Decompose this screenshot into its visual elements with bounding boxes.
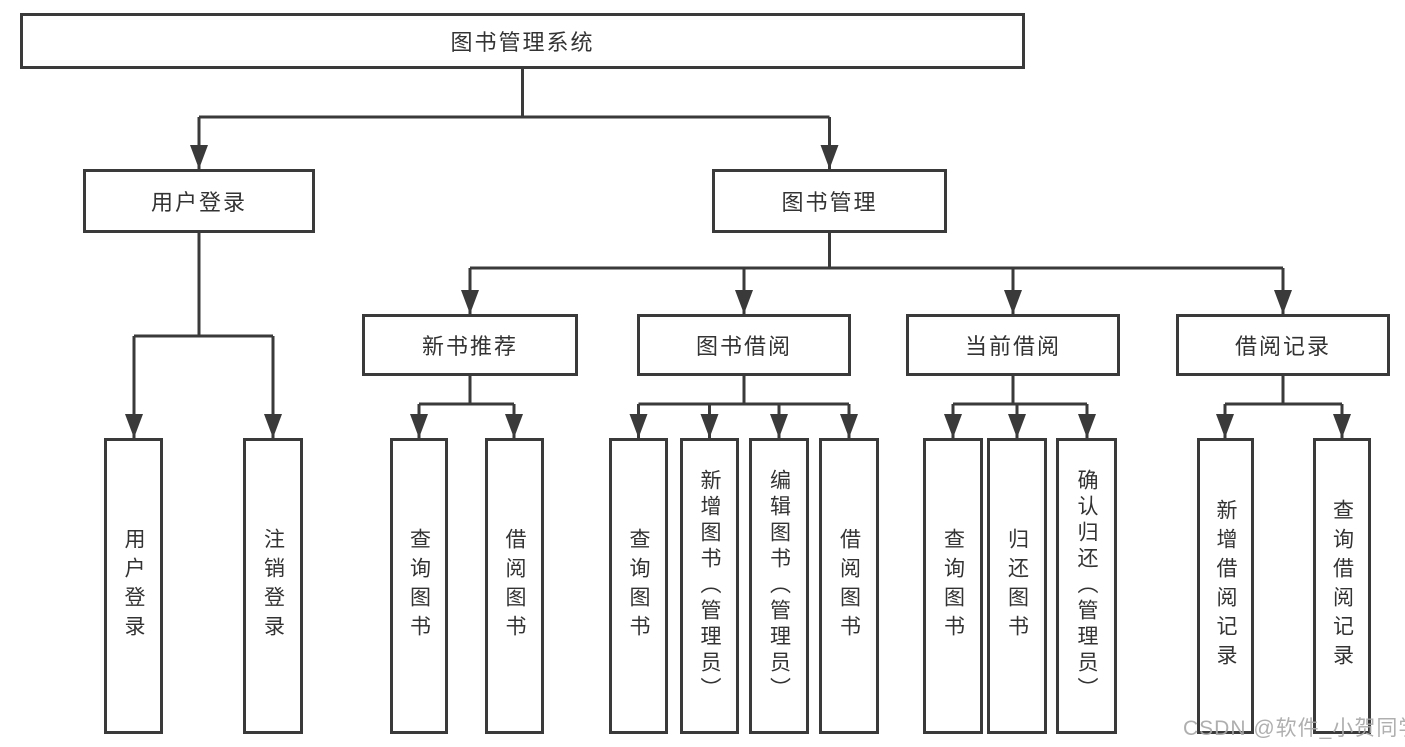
- leaf-user-login: 用户登录: [104, 438, 163, 734]
- leaf-label: 新增借阅记录: [1214, 499, 1237, 673]
- leaf-borrow-book: 借阅图书: [819, 438, 879, 734]
- leaf-current-query-books: 查询图书: [923, 438, 983, 734]
- leaf-logout: 注销登录: [243, 438, 303, 734]
- node-book-management: 图书管理: [712, 169, 947, 233]
- leaf-label: 借阅图书: [837, 528, 861, 644]
- node-new-book-recommend: 新书推荐: [362, 314, 578, 376]
- leaf-return-book: 归还图书: [987, 438, 1047, 734]
- watermark: CSDN @软件_小贺同学: [1183, 717, 1405, 740]
- node-label: 图书管理系统: [450, 30, 595, 55]
- leaf-label: 注销登录: [261, 528, 285, 644]
- node-user-login: 用户登录: [83, 169, 315, 233]
- node-label: 图书管理: [781, 190, 878, 215]
- leaf-label: 归还图书: [1005, 528, 1029, 644]
- leaf-label: 查询图书: [941, 528, 965, 644]
- node-borrow-record: 借阅记录: [1176, 314, 1390, 376]
- leaf-recommend-borrow-books: 借阅图书: [485, 438, 544, 734]
- node-current-borrow: 当前借阅: [906, 314, 1120, 376]
- leaf-query-borrow-record: 查询借阅记录: [1313, 438, 1371, 734]
- leaf-label: 用户登录: [122, 528, 145, 644]
- node-book-borrow: 图书借阅: [637, 314, 851, 376]
- node-label: 借阅记录: [1234, 334, 1331, 359]
- leaf-label: 新增图书（管理员）: [698, 469, 721, 703]
- node-label: 图书借阅: [695, 334, 792, 359]
- leaf-add-book-admin: 新增图书（管理员）: [680, 438, 739, 734]
- leaf-label: 借阅图书: [503, 528, 526, 644]
- node-label: 当前借阅: [964, 334, 1061, 359]
- node-root-library-system: 图书管理系统: [20, 13, 1025, 69]
- leaf-label: 编辑图书（管理员）: [767, 469, 791, 703]
- leaf-confirm-return-admin: 确认归还（管理员）: [1056, 438, 1117, 734]
- leaf-edit-book-admin: 编辑图书（管理员）: [749, 438, 809, 734]
- node-label: 新书推荐: [421, 334, 518, 359]
- leaf-label: 确认归还（管理员）: [1075, 469, 1098, 703]
- leaf-add-borrow-record: 新增借阅记录: [1197, 438, 1254, 734]
- leaf-label: 查询图书: [407, 528, 431, 644]
- node-label: 用户登录: [150, 190, 247, 215]
- leaf-borrow-query-books: 查询图书: [609, 438, 668, 734]
- leaf-recommend-query-books: 查询图书: [390, 438, 448, 734]
- leaf-label: 查询图书: [627, 528, 650, 644]
- leaf-label: 查询借阅记录: [1330, 499, 1354, 673]
